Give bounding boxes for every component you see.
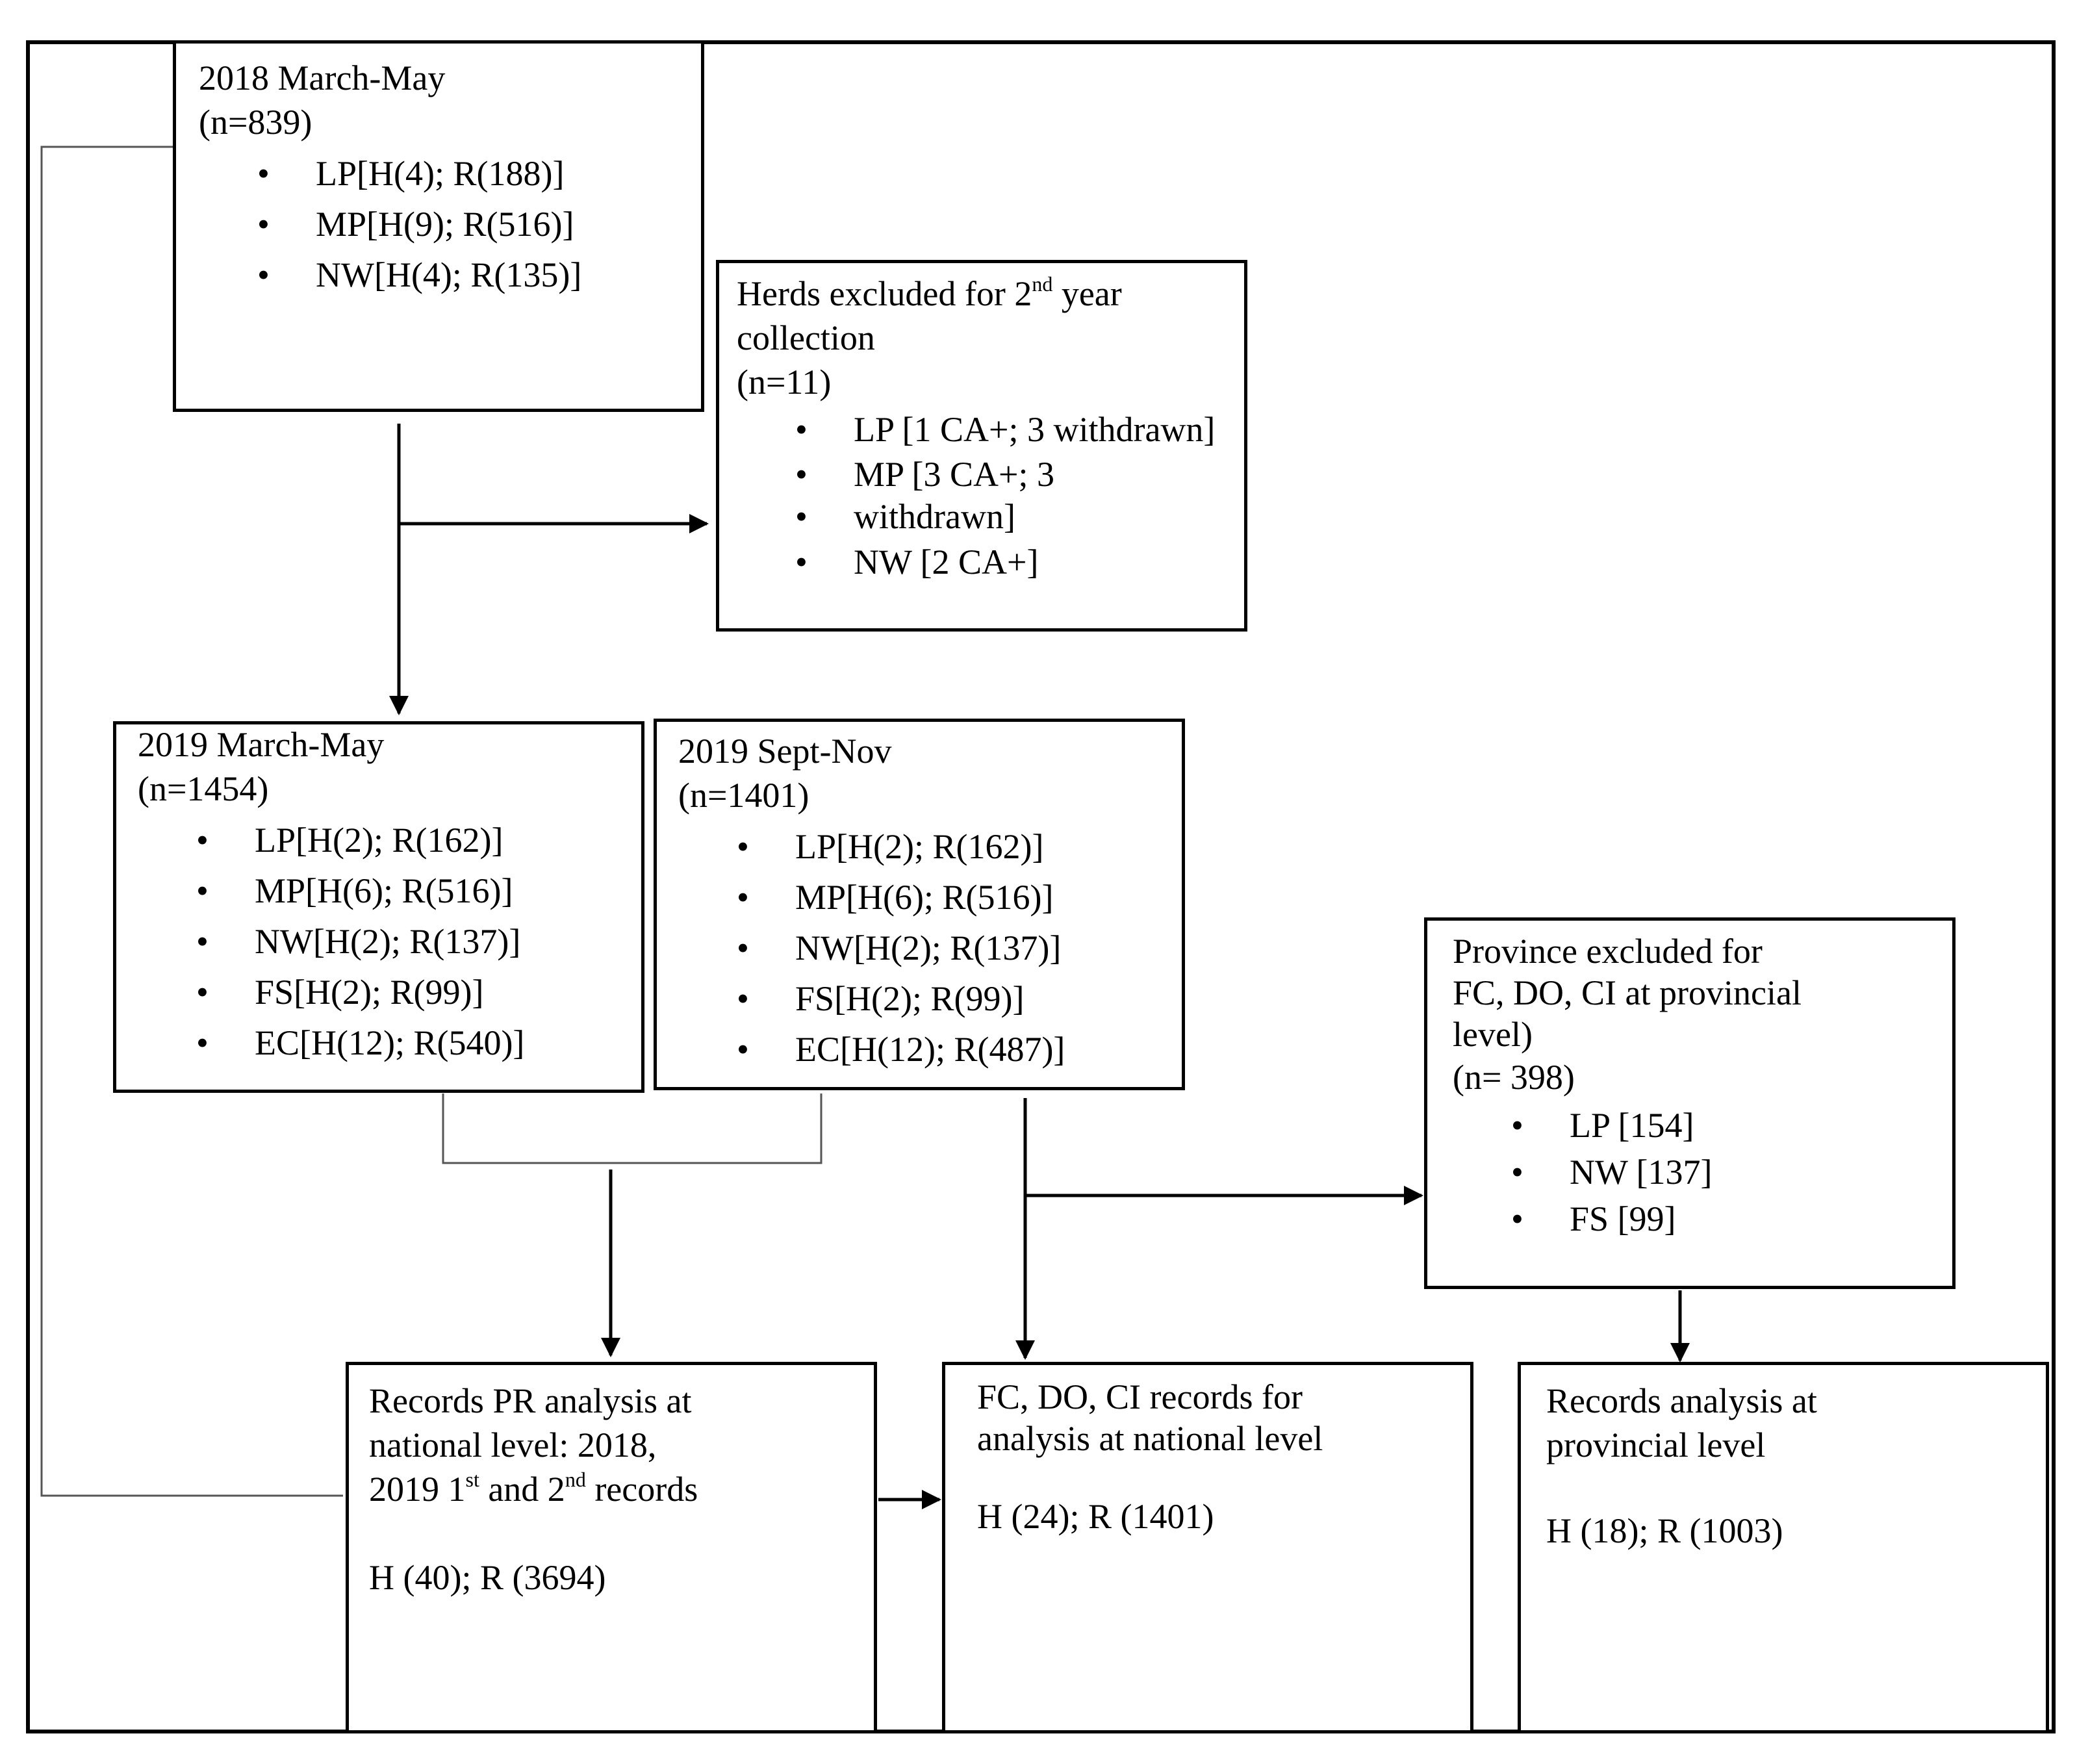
herds-excluded-line1: Herds excluded for 2nd year	[737, 272, 1122, 313]
list-item: NW[H(4); R(135)]	[199, 249, 581, 300]
province-excluded-line3: level)	[1453, 1015, 1533, 1054]
box-fc-do-ci-national	[942, 1362, 1473, 1733]
list-item: MP[H(6); R(516)]	[138, 865, 524, 916]
list-item: LP[H(4); R(188)]	[199, 148, 581, 199]
list-item: LP [1 CA+; 3 withdrawn]	[737, 407, 1215, 452]
list-item-continuation: withdrawn]	[737, 496, 1215, 537]
records-pr-line2: national level: 2018,	[369, 1425, 657, 1464]
fc-do-ci-result: H (24); R (1401)	[977, 1497, 1214, 1536]
records-pr-line3: 2019 1st and 2nd records	[369, 1468, 698, 1509]
fc-do-ci-line2: analysis at national level	[977, 1419, 1323, 1458]
list-item: NW [137]	[1453, 1149, 1802, 1195]
box-records-pr-national	[346, 1362, 877, 1733]
box-records-provincial	[1518, 1362, 2049, 1733]
box-provincial-text: Records analysis at provincial level H (…	[1546, 1379, 1817, 1553]
box-2019-mar-count: (n=1454)	[138, 769, 269, 808]
province-excluded-list: LP [154] NW [137] FS [99]	[1453, 1102, 1802, 1242]
list-item: FS[H(2); R(99)]	[138, 967, 524, 1017]
list-item: LP[H(2); R(162)]	[138, 815, 524, 865]
herds-excluded-list: LP [1 CA+; 3 withdrawn] MP [3 CA+; 3 wit…	[737, 407, 1215, 587]
list-item: LP[H(2); R(162)]	[678, 821, 1065, 872]
box-2019-sep-text: 2019 Sept-Nov (n=1401) LP[H(2); R(162)] …	[678, 729, 1065, 1075]
box-2019-mar-list: LP[H(2); R(162)] MP[H(6); R(516)] NW[H(2…	[138, 815, 524, 1068]
province-excluded-count: (n= 398)	[1453, 1058, 1575, 1097]
province-excluded-line2: FC, DO, CI at provincial	[1453, 973, 1802, 1012]
box-2019-mar-title: 2019 March-May	[138, 725, 385, 764]
list-item: NW[H(2); R(137)]	[678, 923, 1065, 973]
box-2019-sep-title: 2019 Sept-Nov	[678, 732, 892, 771]
list-item: FS[H(2); R(99)]	[678, 973, 1065, 1024]
fc-do-ci-line1: FC, DO, CI records for	[977, 1377, 1303, 1416]
box-2018-count: (n=839)	[199, 103, 312, 142]
list-item: NW[H(2); R(137)]	[138, 916, 524, 967]
box-2019-mar-text: 2019 March-May (n=1454) LP[H(2); R(162)]…	[138, 722, 524, 1068]
list-item: EC[H(12); R(487)]	[678, 1024, 1065, 1075]
province-excluded-line1: Province excluded for	[1453, 932, 1763, 971]
box-2018-title: 2018 March-May	[199, 58, 446, 97]
box-fc-do-ci-text: FC, DO, CI records for analysis at natio…	[977, 1376, 1323, 1539]
provincial-line2: provincial level	[1546, 1425, 1766, 1464]
list-item: MP [3 CA+; 3	[737, 452, 1215, 496]
box-herds-excluded-text: Herds excluded for 2nd year collection (…	[737, 272, 1215, 587]
records-pr-result: H (40); R (3694)	[369, 1558, 606, 1597]
box-2019-sep-count: (n=1401)	[678, 776, 809, 815]
connector-2018-to-records-pr	[40, 146, 343, 1497]
box-2018-text: 2018 March-May (n=839) LP[H(4); R(188)] …	[199, 56, 581, 300]
connector-2019-join	[442, 1093, 822, 1164]
list-item: EC[H(12); R(540)]	[138, 1017, 524, 1068]
list-item: FS [99]	[1453, 1195, 1802, 1242]
list-item: LP [154]	[1453, 1102, 1802, 1149]
box-2019-sep-list: LP[H(2); R(162)] MP[H(6); R(516)] NW[H(2…	[678, 821, 1065, 1075]
box-province-excluded-text: Province excluded for FC, DO, CI at prov…	[1453, 930, 1802, 1242]
list-item: NW [2 CA+]	[737, 537, 1215, 587]
records-pr-line1: Records PR analysis at	[369, 1381, 692, 1420]
list-item: MP[H(9); R(516)]	[199, 199, 581, 249]
herds-excluded-count: (n=11)	[737, 363, 832, 402]
herds-excluded-line2: collection	[737, 318, 875, 357]
provincial-line1: Records analysis at	[1546, 1381, 1817, 1420]
provincial-result: H (18); R (1003)	[1546, 1511, 1783, 1550]
box-records-pr-text: Records PR analysis at national level: 2…	[369, 1379, 698, 1600]
list-item: MP[H(6); R(516)]	[678, 872, 1065, 923]
box-2018-list: LP[H(4); R(188)] MP[H(9); R(516)] NW[H(4…	[199, 148, 581, 300]
